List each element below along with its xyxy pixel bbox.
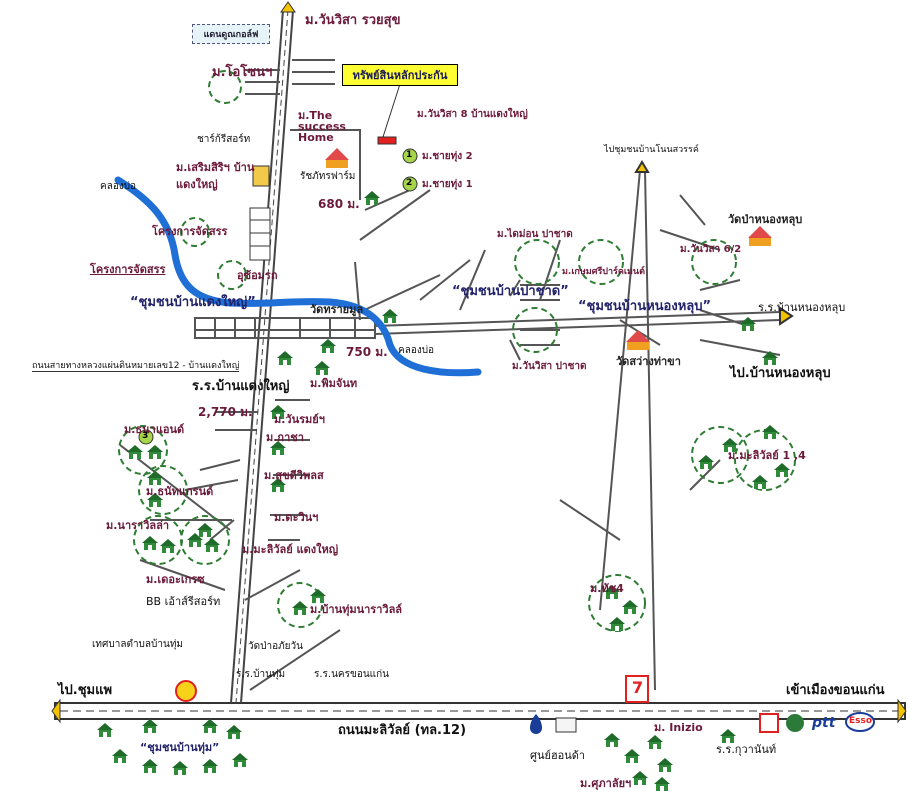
label-school-daengyai: ร.ร.บ้านแดงใหญ่ bbox=[192, 379, 290, 394]
label-banthum-naraville: ม.บ้านทุ่มนาราวิลล์ bbox=[310, 603, 403, 616]
daengyai-grid bbox=[194, 317, 376, 339]
label-dakowin: ม.ดะวินฯ bbox=[274, 511, 319, 524]
label-canal-south: คลองบ่อ bbox=[398, 345, 435, 356]
label-school-banthum: ร.ร.บ้านทุ่ม bbox=[236, 669, 286, 680]
label-resort: ชาร์ก้รีสอร์ท bbox=[197, 134, 251, 145]
label-inizio: ม. Inizio bbox=[654, 721, 703, 734]
label-community-pachat: “ชุมชนบ้านปาชาด” bbox=[452, 284, 569, 299]
label-cemetery: อุซ้อมรถ bbox=[237, 269, 278, 282]
highway-12 bbox=[51, 698, 907, 724]
label-highway-note: ถนนสายทางหลวงแผ่นดินหมายเลข12 - บ้านแดงใ… bbox=[32, 361, 240, 372]
label-success-home: ม.The success Home bbox=[298, 109, 346, 144]
label-rattanawan: รัชภัทรฟาร์ม bbox=[300, 171, 356, 182]
label-wat-sai-mun: วัดทรายมูล bbox=[310, 303, 364, 316]
label-wat-pa-aphaiwan: วัดป่าอภัยวัน bbox=[248, 641, 303, 652]
label-royal: ม.เกษมศรีปาร์คเมนต์ bbox=[562, 267, 645, 277]
label-kaewsai: ม.กาชา bbox=[266, 431, 304, 444]
label-mittraphap-road: ถนนมะลิวัลย์ (ทล.12) bbox=[338, 723, 467, 738]
label-saisung2: ม.ชายทุ่ง 2 bbox=[422, 151, 473, 162]
marker-2: 2 bbox=[406, 178, 413, 188]
label-to-chumphae: ไป.ชุมแพ bbox=[58, 683, 113, 698]
label-project2: โครงการจัดสรร bbox=[90, 263, 166, 276]
asset-label: ทรัพย์สินหลักประกัน bbox=[352, 69, 448, 82]
label-tat4: ม.ทัช4 bbox=[590, 582, 624, 595]
label-dist-750: 750 ม. bbox=[346, 345, 388, 359]
label-to-nonghub: ไป.บ้านหนองหลุบ bbox=[730, 366, 831, 381]
label-sukdiplus: ม.สุขดีวิพลส bbox=[264, 469, 324, 482]
label-saisung1: ม.ชายทุ่ง 1 bbox=[422, 179, 473, 190]
label-municipality: เทศบาลตำบลบ้านทุ่ม bbox=[92, 639, 184, 650]
label-thanat-grand: ม.ธนัทแกรนด์ bbox=[146, 485, 214, 498]
label-soemsiri: ม.เสริมสิริฯ บ้านแดงใหญ่ bbox=[176, 161, 255, 191]
marker-1: 1 bbox=[406, 150, 413, 160]
marker-3: 3 bbox=[142, 431, 149, 441]
ptt-logo: ptt bbox=[812, 715, 836, 731]
label-kulaya: ม.ศุภาลัยฯ bbox=[580, 777, 632, 790]
label-thamma: ม.ธนาแอนด์ bbox=[124, 423, 185, 436]
esso-logo: Esso bbox=[849, 716, 873, 726]
numbered-markers bbox=[138, 148, 418, 445]
label-bb-resort: BB เอ้าส์รีสอร์ท bbox=[146, 595, 221, 608]
label-to-nongsawan: ไปชุมชนบ้านโนนสวรรค์ bbox=[604, 145, 699, 155]
label-community-nonghub: “ชุมชนบ้านหนองหลุบ” bbox=[578, 299, 712, 314]
label-community-banthum: “ชุมชนบ้านทุ่ม” bbox=[140, 741, 220, 754]
label-tokrat: ม.เดอะเกรซ bbox=[146, 573, 205, 586]
label-dist-2770: 2,770 ม. bbox=[198, 405, 253, 419]
logos bbox=[175, 675, 875, 734]
label-school-nonghub: ร.ร.บ้านหนองหลุบ bbox=[758, 301, 846, 314]
golf-course-label: แดนดูณกอล์ฟ bbox=[203, 30, 259, 40]
canal bbox=[114, 176, 482, 377]
label-wat-pa-nonghub: วัดป่าหนองหลุบ bbox=[728, 213, 803, 226]
label-wanwisa6-2: ม.วันวิสา 6/2 bbox=[680, 244, 742, 255]
seven-eleven-logo: 7 bbox=[632, 678, 644, 697]
label-school-nakhon: ร.ร.นครขอนแก่น bbox=[314, 669, 390, 680]
label-wanwisa-pachat: ม.วันวิสา ปาชาด bbox=[512, 361, 587, 372]
label-wat-sawang: วัดสว่างท่าขา bbox=[616, 355, 681, 368]
label-wanrom: ม.วันรมย์ฯ bbox=[274, 413, 325, 426]
label-project1: โครงการจัดสรร bbox=[152, 225, 228, 238]
label-kaimon: ม.ไดม่อน ปาชาด bbox=[497, 229, 573, 240]
asset-callout[interactable]: ทรัพย์สินหลักประกัน bbox=[342, 64, 458, 86]
project-buildings bbox=[249, 165, 271, 261]
label-to-khonkaen: เข้าเมืองขอนแก่น bbox=[786, 683, 885, 698]
label-canal-north: คลองบ่อ bbox=[100, 181, 137, 192]
east-road bbox=[354, 160, 794, 691]
label-naraville: ม.นาราวิลล่า bbox=[106, 519, 170, 532]
label-mali: ม.มะลิวัลย์ 1 ,4 bbox=[728, 449, 806, 462]
label-mali-daengyai: ม.มะลิวัลย์ แดงใหญ่ bbox=[242, 543, 339, 556]
label-pimjan: ม.พิมจันท bbox=[310, 377, 358, 390]
label-ochon: ม.โอโซนฯ bbox=[212, 65, 273, 80]
golf-course-box: แดนดูณกอล์ฟ bbox=[192, 24, 270, 44]
main-road-daengyai bbox=[230, 1, 296, 704]
label-mall: ศูนย์ฮอนด้า bbox=[530, 749, 586, 762]
asset-location bbox=[377, 136, 397, 145]
label-dist-680: 680 ม. bbox=[318, 197, 360, 211]
label-wanwisa-ruaysuk: ม.วันวิสา รวยสุข bbox=[305, 13, 401, 28]
label-community-daengyai: “ชุมชนบ้านแดงใหญ่” bbox=[130, 295, 256, 310]
label-school-kuwan: ร.ร.กุวานันท์ bbox=[716, 743, 777, 756]
label-wanwisa8: ม.วันวิสา 8 บ้านแดงใหญ่ bbox=[417, 109, 528, 120]
side-roads bbox=[119, 59, 361, 691]
